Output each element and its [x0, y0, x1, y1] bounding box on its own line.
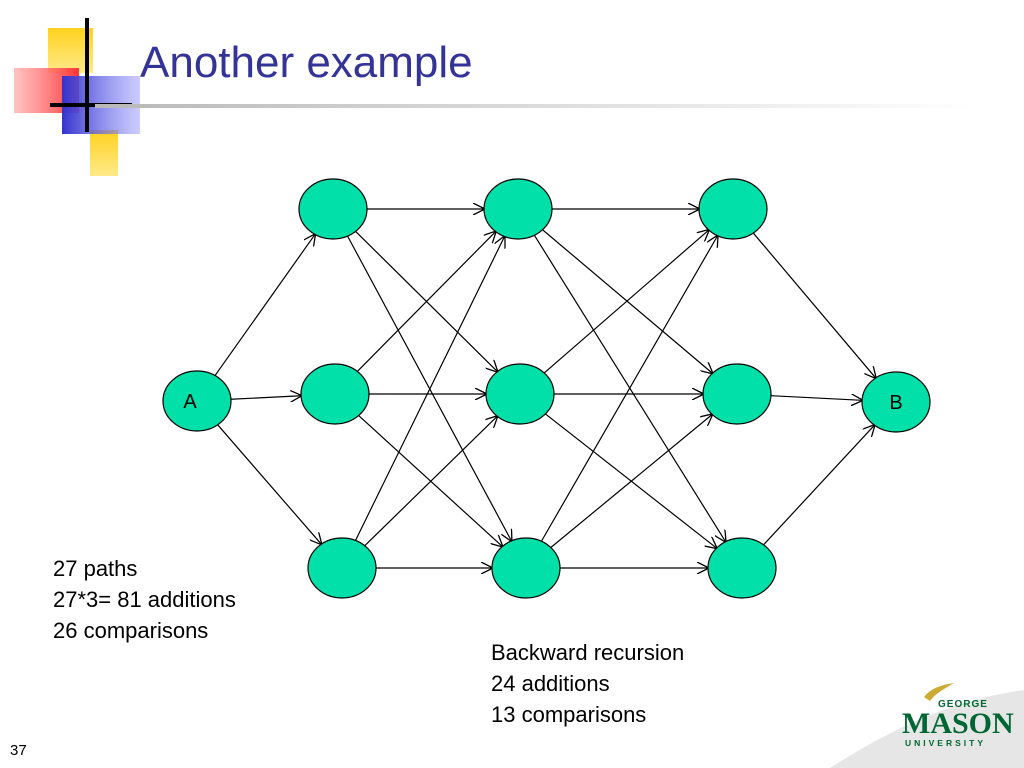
logo-line-university: UNIVERSITY [905, 738, 986, 748]
edge-L2_bot-to-L3_top [540, 236, 717, 542]
note-line: 27*3= 81 additions [53, 587, 236, 612]
node-L1_bot [307, 537, 377, 599]
paths-note: 27 paths 27*3= 81 additions 26 compariso… [53, 553, 236, 646]
logo-swoosh-background [830, 690, 1024, 768]
edge-A-to-L1_bot [217, 424, 322, 544]
edge-L3_top-to-B [752, 232, 875, 378]
node-ellipse [861, 371, 931, 433]
node-L2_bot [491, 537, 561, 599]
node-ellipse [698, 178, 768, 240]
node-L3_mid [702, 363, 772, 425]
edge-L3_mid-to-B [770, 396, 862, 401]
logo-line-mason: MASON [902, 707, 1014, 740]
deco-yellow-bar [90, 130, 118, 176]
edge-L1_bot-to-L2_mid [364, 416, 497, 547]
node-B: B [861, 371, 931, 433]
edge-A-to-L1_mid [230, 396, 301, 400]
node-label-A: A [183, 391, 197, 413]
edge-L3_bot-to-B [763, 425, 875, 546]
note-line: 26 comparisons [53, 618, 209, 643]
edge-L1_bot-to-L2_top [354, 237, 504, 541]
node-ellipse [702, 363, 772, 425]
node-L2_mid [485, 363, 555, 425]
edge-L2_top-to-L3_mid [542, 229, 713, 374]
node-ellipse [483, 178, 553, 240]
node-L1_mid [300, 363, 370, 425]
note-line: Backward recursion [491, 640, 685, 665]
node-ellipse [491, 537, 561, 599]
node-L1_top [298, 178, 368, 240]
node-A: A [162, 370, 232, 432]
logo-line-george: GEORGE [938, 699, 988, 710]
george-mason-logo: GEORGE MASON UNIVERSITY [902, 683, 1014, 748]
node-L3_top [698, 178, 768, 240]
edge-L2_bot-to-L3_mid [550, 414, 712, 548]
page-number: 37 [10, 742, 27, 759]
node-ellipse [707, 537, 777, 599]
node-ellipse [298, 178, 368, 240]
node-L2_top [483, 178, 553, 240]
note-line: 24 additions [491, 671, 610, 696]
edge-A-to-L1_top [214, 234, 315, 376]
edges-layer [214, 209, 876, 568]
note-line: 27 paths [53, 556, 138, 581]
logo-flame-icon [924, 683, 954, 701]
backward-recursion-note: Backward recursion 24 additions 13 compa… [491, 637, 684, 730]
node-L3_bot [707, 537, 777, 599]
node-ellipse [162, 370, 232, 432]
title-underline [95, 104, 975, 108]
node-ellipse [300, 363, 370, 425]
edge-L1_mid-to-L2_top [356, 232, 495, 372]
node-ellipse [307, 537, 377, 599]
node-label-B: B [889, 392, 902, 414]
edge-L2_mid-to-L3_top [543, 230, 709, 374]
slide-title: Another example [140, 38, 473, 87]
note-line: 13 comparisons [491, 702, 647, 727]
node-ellipse [485, 363, 555, 425]
